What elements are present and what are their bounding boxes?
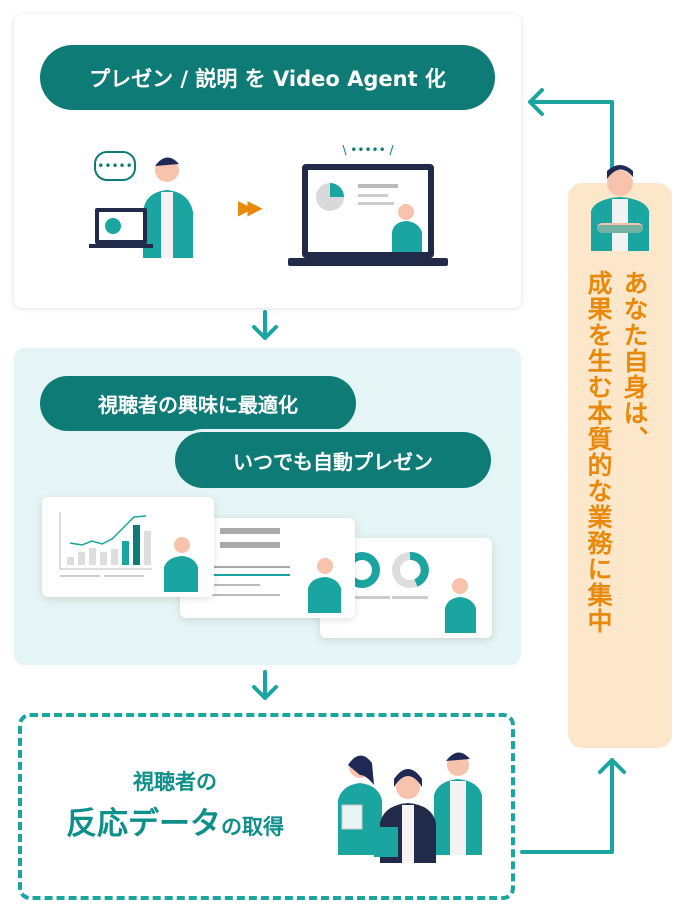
focus-core-work-panel xyxy=(568,183,672,748)
arrow-up-to-side xyxy=(520,758,626,854)
arrow-down-2 xyxy=(252,670,278,700)
fast-forward-icon: ▶▶ xyxy=(238,195,263,219)
reaction-data-box xyxy=(18,713,515,900)
focus-core-work-text: あなた自身は、 成果を生む本質的な業務に集中 xyxy=(580,270,652,730)
team-illustration xyxy=(338,752,482,863)
optimize-interest-pill: 視聴者の興味に最適化 xyxy=(40,376,356,431)
laptop-video-illustration: \ ••••• / xyxy=(288,143,448,266)
auto-presentation-pill: いつでも自動プレゼン xyxy=(175,432,491,488)
presenter-illustration: ••••• xyxy=(89,151,193,258)
side-line2: 成果を生む本質的な業務に集中 xyxy=(584,270,613,634)
arrow-down-1 xyxy=(252,310,278,340)
person-arms-crossed-icon xyxy=(591,165,649,251)
side-line1: あなた自身は、 xyxy=(620,270,649,452)
video-agent-title: プレゼン / 説明 を Video Agent 化 xyxy=(40,45,495,110)
viewers-label: 視聴者の xyxy=(133,770,217,794)
svg-text:•••••: ••••• xyxy=(97,159,132,173)
acquisition-text: の取得 xyxy=(221,815,284,839)
slide-card-chart xyxy=(42,497,214,597)
reaction-data-label: 視聴者の 反応データの取得 xyxy=(50,766,300,843)
svg-text:\ ••••• /: \ ••••• / xyxy=(342,143,394,157)
reaction-data-text: 反応データ xyxy=(66,806,221,842)
arrow-back-to-top xyxy=(528,88,614,170)
